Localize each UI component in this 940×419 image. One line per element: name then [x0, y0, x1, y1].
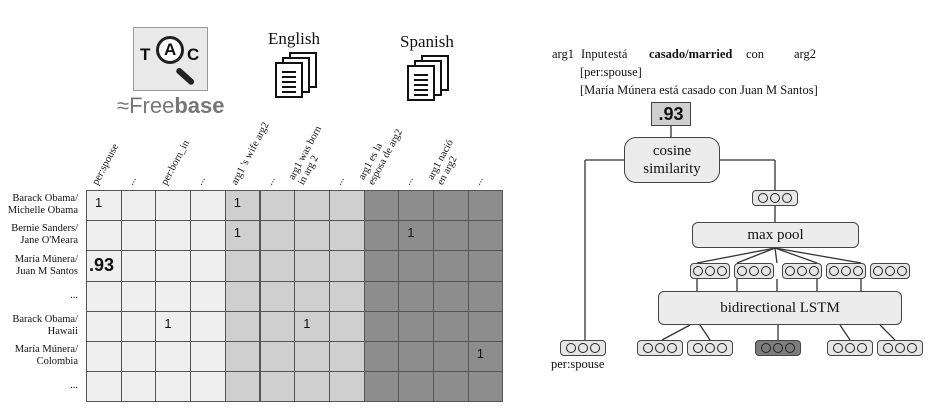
tac-logo: T A C	[133, 27, 208, 91]
lstm-output-vector	[782, 263, 822, 279]
english-documents-icon	[275, 52, 325, 110]
matrix-value: 1	[407, 225, 415, 241]
matrix-cell	[467, 220, 504, 252]
word-embedding-vector	[637, 340, 683, 356]
matrix-cell	[224, 280, 261, 312]
matrix-cell	[259, 310, 296, 342]
spanish-documents-icon	[407, 55, 457, 113]
freebase-logo: ≈Freebase	[117, 93, 225, 118]
matrix-cell	[467, 190, 504, 222]
tac-letter-c: C	[187, 45, 200, 64]
matrix-cell	[190, 190, 226, 222]
matrix-cell	[363, 371, 400, 403]
matrix-cell	[224, 371, 261, 403]
lstm-output-vector	[870, 263, 910, 279]
matrix-cell	[120, 310, 157, 342]
matrix-cell	[294, 250, 330, 282]
lstm-output-vector	[734, 263, 774, 279]
matrix-value: 1	[233, 195, 242, 210]
matrix-cell	[294, 220, 330, 252]
matrix-cell	[328, 371, 365, 403]
lstm-output-vector	[690, 263, 730, 279]
sentence-label: [María Múnera está casado con Juan M San…	[580, 83, 818, 97]
sentence-arg2: arg2	[794, 47, 816, 61]
similarity-score: .93	[651, 102, 691, 126]
matrix-cell	[433, 371, 469, 403]
matrix-cell	[155, 371, 192, 403]
magnifier-icon	[156, 36, 184, 64]
matrix-row-label: Barack Obama/ Michelle Obama	[7, 193, 78, 217]
matrix-cell	[433, 341, 469, 373]
matrix-value: 1	[303, 315, 311, 331]
matrix-cell	[120, 280, 157, 312]
relation-label: [per:spouse]	[580, 65, 642, 79]
matrix-cell	[155, 250, 192, 282]
sentence-con: con	[746, 47, 765, 61]
matrix-cell: 1	[224, 220, 261, 252]
matrix-value: .93	[89, 255, 115, 276]
relation-vector-label: per:spouse	[551, 357, 605, 371]
matrix-cell	[86, 220, 122, 252]
matrix-cell	[467, 310, 504, 342]
matrix-cell	[259, 341, 296, 373]
matrix-cell	[155, 341, 192, 373]
matrix-cell	[86, 371, 122, 403]
matrix-cell	[363, 250, 400, 282]
matrix-cell	[259, 190, 296, 222]
tac-letter-a: A	[164, 40, 177, 59]
matrix-row-label: ...	[70, 289, 78, 301]
tac-letter-t: T	[140, 45, 151, 64]
matrix-cell: 1	[294, 310, 330, 342]
word-embedding-vector	[827, 340, 873, 356]
sentence-arg1: arg1	[552, 47, 574, 61]
matrix-cell	[433, 280, 469, 312]
word-embedding-vector	[877, 340, 923, 356]
matrix-row-label: Barack Obama/ Hawaii	[12, 313, 78, 337]
matrix-cell	[190, 310, 226, 342]
matrix-cell	[363, 280, 400, 312]
pooled-vector	[752, 190, 798, 206]
freebase-swirl-icon: ≈	[117, 93, 130, 118]
cosine-similarity-box: cosine similarity	[624, 137, 720, 183]
matrix-cell	[120, 220, 157, 252]
matrix-value: 1	[95, 195, 103, 210]
sentence-esta: está	[608, 47, 628, 61]
word-embedding-vector-highlighted	[755, 340, 801, 356]
matrix-cell	[294, 341, 330, 373]
spanish-header: Spanish	[400, 32, 454, 51]
input-sentence: arg1	[552, 47, 574, 62]
matrix-value: 1	[476, 346, 484, 361]
matrix-row-label: María Múnera/ Colombia	[14, 344, 78, 368]
word-embedding-vector	[687, 340, 733, 356]
matrix-cell: 1	[224, 190, 261, 222]
bidirectional-lstm-box: bidirectional LSTM	[658, 291, 902, 325]
max-pool-box: max pool	[692, 222, 859, 248]
sentence-casado: casado/married	[649, 47, 733, 61]
matrix-cell	[259, 280, 296, 312]
matrix-value: 1	[233, 225, 242, 241]
matrix-cell	[467, 250, 504, 282]
matrix-cell	[120, 250, 157, 282]
sentence-input-label: Input	[581, 47, 608, 61]
matrix-value: 1	[164, 315, 172, 331]
matrix-cell	[433, 250, 469, 282]
matrix-row-label: ...	[70, 380, 78, 392]
matrix-cell	[363, 220, 400, 252]
matrix-cell	[398, 280, 434, 312]
relation-embedding-vector	[560, 340, 606, 356]
english-header: English	[268, 29, 320, 48]
matrix-row-label: María Múnera/ Juan M Santos	[14, 253, 78, 277]
lstm-output-vector	[826, 263, 866, 279]
matrix-row-label: Bernie Sanders/ Jane O'Meara	[11, 223, 78, 247]
matrix-cell	[467, 371, 504, 403]
